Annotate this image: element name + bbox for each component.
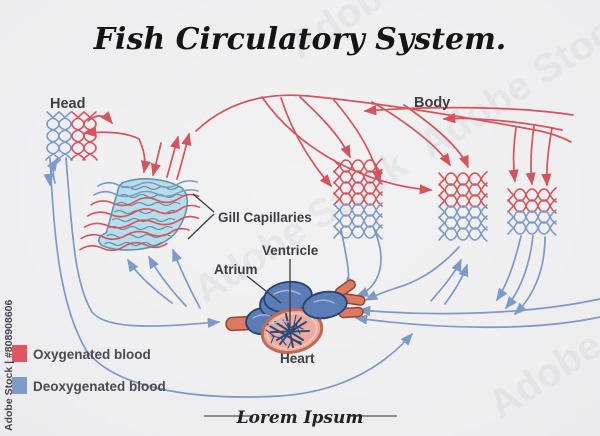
label-atrium: Atrium: [214, 262, 258, 277]
bulbus-chamber: [302, 290, 348, 320]
body-capillary-bundle-2: [438, 171, 488, 242]
body-capillary-bundle-1: [333, 158, 383, 240]
atrium-pointer: [246, 275, 282, 304]
side-watermark: Adobe Stock | #808908606: [3, 299, 15, 431]
footer-text: Lorem Ipsum: [236, 408, 364, 428]
ventricle-trabeculae: [265, 313, 310, 349]
gill-capillary-waves: [79, 180, 201, 252]
gill-capillaries-pointer-bottom: [187, 213, 215, 240]
legend-swatch-oxygenated: [12, 345, 27, 362]
label-heart: Heart: [280, 351, 315, 366]
ventricle-rim: [266, 312, 318, 350]
label-ventricle: Ventricle: [262, 243, 319, 258]
body-capillary-bundle-3: [507, 187, 557, 236]
legend-label-oxygenated: Oxygenated blood: [33, 347, 151, 362]
page-title: Fish Circulatory System.: [93, 22, 507, 57]
label-gill-capillaries: Gill Capillaries: [218, 210, 312, 225]
footer: Lorem Ipsum: [204, 408, 397, 428]
blue-arrow-network: [43, 157, 600, 398]
leader-lines: [187, 193, 291, 328]
heart-highlights: [252, 289, 335, 327]
legend: Oxygenated blood Deoxygenated blood: [12, 345, 166, 394]
head-capillaries: [45, 111, 98, 161]
label-body: Body: [414, 95, 450, 111]
legend-swatch-deoxygenated: [12, 377, 27, 394]
gill-illustration: [79, 178, 201, 252]
gill-capillaries-pointer-top: [192, 193, 215, 213]
heart-illustration: [225, 279, 366, 354]
legend-label-deoxygenated: Deoxygenated blood: [33, 379, 166, 394]
label-head: Head: [50, 96, 85, 112]
